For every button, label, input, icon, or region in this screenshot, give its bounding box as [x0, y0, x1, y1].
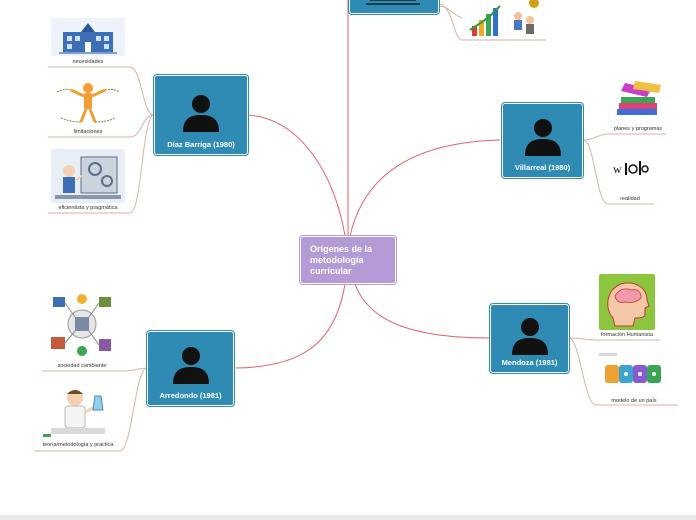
- sub-top-chart-2: [438, 5, 463, 19]
- node-label: Arredondo (1981): [159, 391, 222, 400]
- leaf-caption: teoría/metodología y practica: [42, 442, 114, 448]
- chained-figure-icon: [51, 78, 125, 126]
- leaf-caption: sociedad cambiante: [57, 363, 107, 369]
- node-arredondo[interactable]: Arredondo (1981): [147, 331, 234, 406]
- sub-teoria: [34, 367, 148, 452]
- machine-cartoon-icon: [51, 149, 125, 203]
- growth-chart-icon: [466, 0, 542, 38]
- person-silhouette-icon: [524, 119, 561, 156]
- leaf-caption: formación Humanista: [601, 332, 653, 338]
- society-cluster-icon: [45, 289, 119, 359]
- sub-realidad: [582, 139, 654, 205]
- bottom-scroll-strip[interactable]: [0, 515, 696, 520]
- node-label: Villarreal (1980): [514, 163, 571, 172]
- sub-planes: [582, 133, 666, 141]
- sub-limitaciones: [48, 114, 155, 138]
- leaf-caption: limitaciones: [73, 129, 103, 135]
- head-brain-icon: [599, 274, 655, 330]
- node-villarreal[interactable]: Villarreal (1980): [502, 103, 583, 178]
- scientist-icon: [41, 382, 115, 438]
- sub-humanista: [568, 337, 660, 341]
- leaf-caption: necesidades: [72, 59, 104, 65]
- realidad-text-icon: w: [611, 145, 649, 193]
- leaf-caption: realidad: [620, 196, 640, 202]
- central-topic-title: Orígenes de la metodología curricular: [310, 244, 373, 276]
- sub-top-chart: [438, 3, 546, 41]
- central-topic[interactable]: Orígenes de la metodología curricular: [300, 236, 396, 284]
- sub-eficientista: [48, 114, 155, 214]
- leaf-caption: planes y programas: [613, 126, 663, 132]
- node-mendoza[interactable]: Mendoza (1981): [490, 304, 569, 373]
- top-node-partial[interactable]: [349, 0, 439, 14]
- node-label: Díaz Barriga (1980): [167, 140, 235, 149]
- school-building-icon: [51, 18, 125, 56]
- leaf-caption: eficientista y pragmática: [58, 205, 118, 211]
- sub-necesidades: [48, 66, 155, 116]
- leaf-caption: modelo de un país: [611, 398, 657, 404]
- node-label: Mendoza (1981): [501, 358, 558, 367]
- books-icon: [611, 79, 665, 123]
- puzzle-icon: [597, 351, 671, 395]
- branch-arredondo: [235, 283, 346, 369]
- sub-sociedad: [42, 367, 148, 372]
- person-silhouette-icon: [511, 318, 548, 355]
- list-lines-icon: [366, 0, 420, 5]
- branch-diaz: [247, 114, 346, 237]
- sub-modelo: [568, 337, 678, 406]
- person-silhouette-icon: [172, 347, 209, 384]
- person-silhouette-icon: [183, 95, 219, 132]
- branch-mendoza: [354, 283, 491, 339]
- svg-text:w: w: [613, 162, 622, 176]
- node-diaz-barriga[interactable]: Díaz Barriga (1980): [154, 75, 248, 155]
- branch-villarreal: [349, 139, 501, 237]
